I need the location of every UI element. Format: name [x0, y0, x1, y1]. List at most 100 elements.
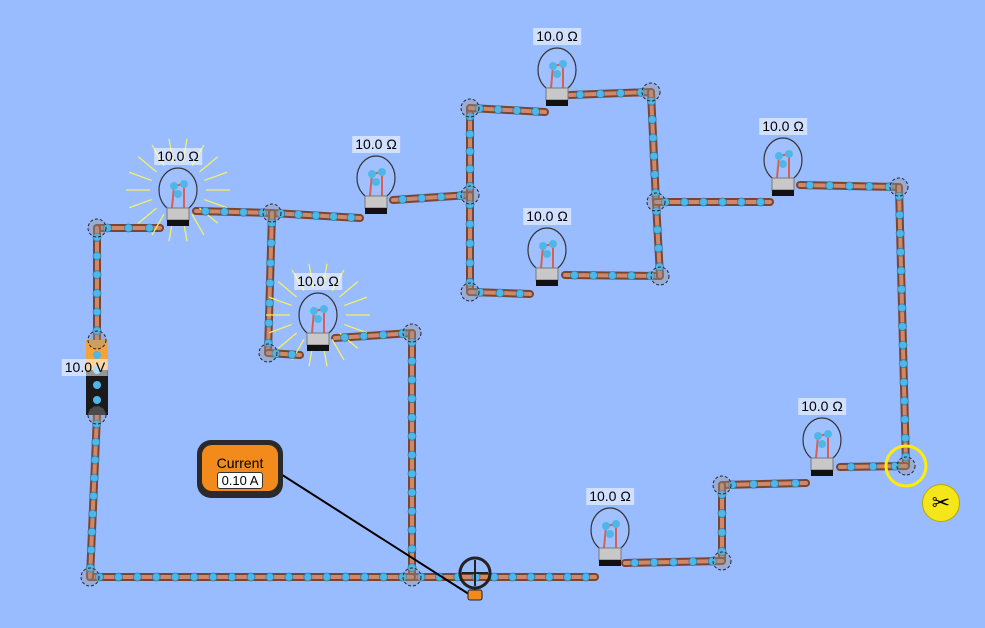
- junction-node[interactable]: [460, 282, 480, 302]
- light-bulb[interactable]: [126, 138, 230, 242]
- wire-highlight: [649, 90, 658, 204]
- electron: [749, 479, 758, 489]
- junction-node[interactable]: [896, 456, 916, 476]
- electron: [398, 194, 408, 204]
- junction-node[interactable]: [646, 192, 666, 212]
- junction-node[interactable]: [87, 330, 107, 350]
- light-bulb[interactable]: [590, 507, 630, 566]
- light-ray: [137, 207, 157, 224]
- electron: [846, 462, 856, 472]
- light-ray: [204, 198, 228, 209]
- bulb-contact: [546, 100, 568, 106]
- electron: [900, 415, 910, 424]
- bulb-base: [771, 177, 795, 191]
- electron: [465, 112, 475, 122]
- bulb-base: [364, 195, 388, 209]
- junction-node[interactable]: [402, 323, 422, 343]
- light-ray: [137, 156, 157, 173]
- electron: [89, 491, 98, 501]
- electron: [417, 193, 427, 203]
- electron: [612, 520, 620, 528]
- electron: [495, 288, 505, 298]
- junction-node[interactable]: [712, 551, 732, 571]
- electron: [284, 572, 294, 582]
- electron: [543, 250, 551, 258]
- bulb-base: [535, 267, 559, 281]
- junction-node[interactable]: [650, 266, 670, 286]
- electron: [407, 413, 417, 422]
- electron: [775, 152, 783, 160]
- electron: [652, 206, 661, 216]
- electron: [92, 251, 102, 261]
- electron: [201, 206, 210, 216]
- light-bulb[interactable]: [356, 155, 396, 214]
- electron: [896, 266, 906, 276]
- light-bulb[interactable]: [802, 417, 842, 476]
- selected-junction-highlight[interactable]: [884, 444, 928, 488]
- electron: [189, 572, 199, 582]
- electron: [239, 207, 248, 217]
- light-ray: [277, 281, 297, 298]
- bulb-resistance-label: 10.0 Ω: [759, 118, 807, 135]
- electron: [264, 318, 274, 328]
- electron: [266, 238, 276, 248]
- junction-node[interactable]: [889, 177, 909, 197]
- filament: [603, 522, 617, 549]
- junction-node[interactable]: [402, 567, 422, 587]
- junction-node[interactable]: [460, 185, 480, 205]
- electron: [465, 147, 475, 156]
- electron: [489, 572, 499, 582]
- ammeter-title: Current: [216, 455, 264, 471]
- battery-voltage-label: 10.0 V: [61, 359, 109, 376]
- electron: [208, 572, 218, 582]
- electron: [884, 182, 894, 192]
- light-bulb[interactable]: [537, 47, 577, 106]
- junction-node[interactable]: [262, 203, 282, 223]
- electron: [407, 356, 417, 366]
- junction-node[interactable]: [87, 405, 107, 425]
- light-bulb[interactable]: [527, 227, 567, 286]
- ammeter[interactable]: Current 0.10 A: [197, 440, 283, 498]
- junction-node[interactable]: [87, 218, 107, 238]
- electron: [602, 522, 610, 530]
- bulb-resistance-label: 10.0 Ω: [586, 488, 634, 505]
- electron: [114, 572, 123, 582]
- electron: [608, 271, 617, 280]
- electron: [372, 178, 380, 186]
- ammeter-probe[interactable]: [458, 556, 492, 601]
- electron: [770, 479, 779, 489]
- electron: [616, 88, 626, 98]
- electron: [570, 270, 579, 280]
- electron: [718, 197, 727, 207]
- electron: [589, 270, 598, 280]
- junction-node[interactable]: [712, 475, 732, 495]
- electron: [894, 191, 904, 201]
- electron: [322, 572, 332, 582]
- electron: [170, 182, 178, 190]
- electron: [508, 572, 518, 582]
- electron: [465, 200, 475, 210]
- electron: [899, 377, 909, 387]
- electron: [814, 432, 822, 440]
- electron: [407, 375, 417, 385]
- light-ray: [344, 323, 368, 334]
- electron: [91, 437, 101, 447]
- light-bulb[interactable]: [763, 137, 803, 196]
- electron: [539, 242, 547, 250]
- scissors-icon[interactable]: ✂: [922, 484, 960, 522]
- electron: [455, 191, 465, 201]
- junction-node[interactable]: [258, 343, 278, 363]
- electron: [378, 168, 386, 176]
- bulb-resistance-label: 10.0 Ω: [533, 28, 581, 45]
- electron: [669, 557, 678, 567]
- junction-node[interactable]: [80, 567, 100, 587]
- electron: [407, 450, 417, 460]
- electron: [898, 340, 908, 350]
- electron: [471, 572, 481, 582]
- electron: [92, 419, 102, 429]
- junction-node[interactable]: [460, 98, 480, 118]
- junction-node[interactable]: [641, 82, 661, 102]
- electron: [407, 488, 417, 497]
- light-bulb[interactable]: [266, 263, 370, 367]
